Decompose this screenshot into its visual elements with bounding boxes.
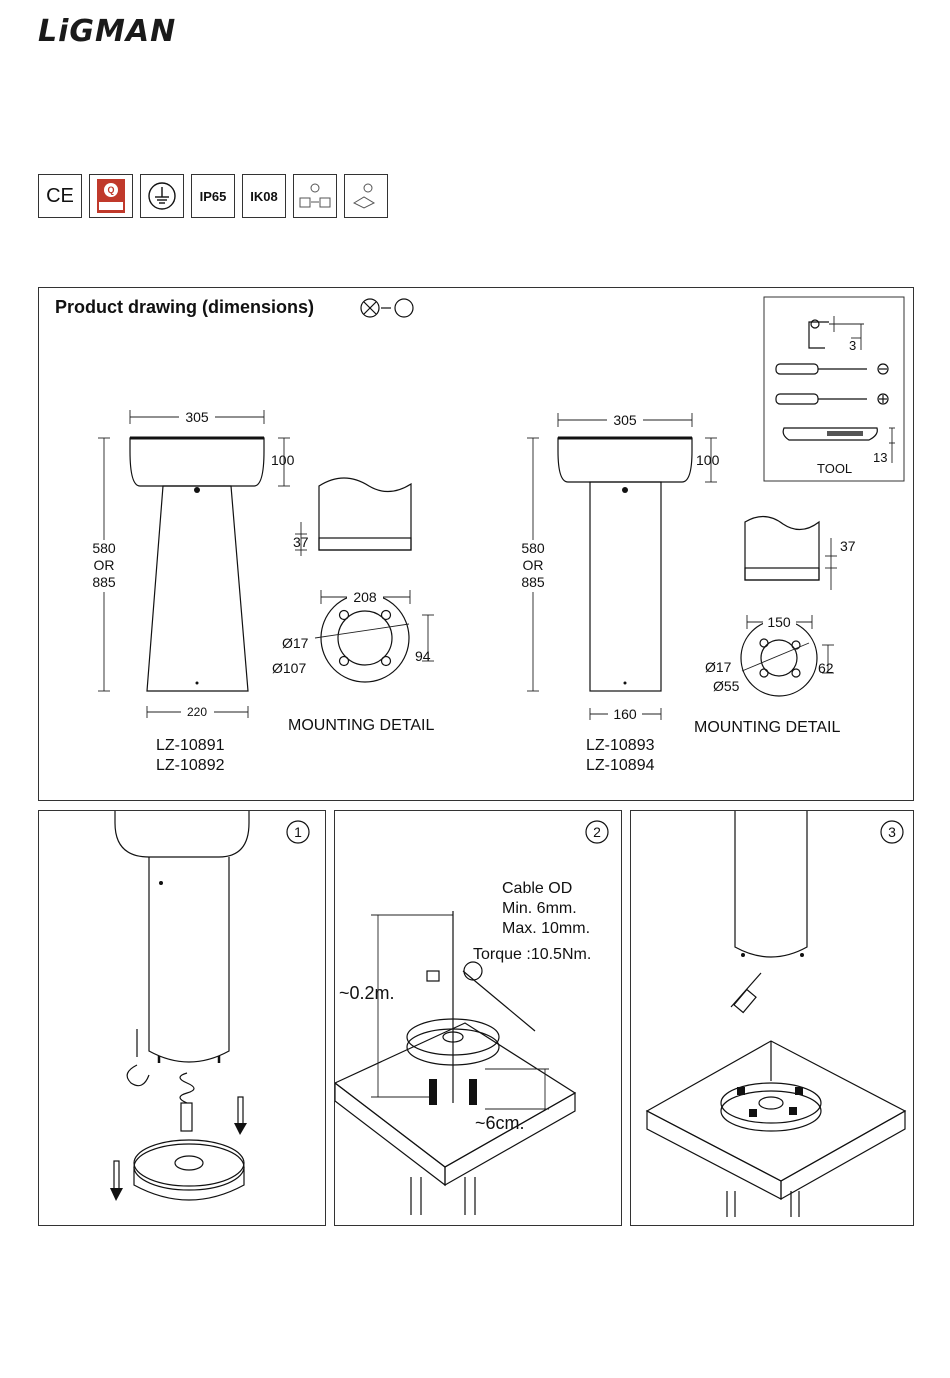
driver-replace-icon bbox=[344, 174, 388, 218]
step-2-base bbox=[407, 911, 499, 1105]
step-3-slab bbox=[647, 1041, 905, 1217]
right-detail-width: 150 bbox=[767, 614, 791, 630]
left-detail-height: 37 bbox=[293, 534, 309, 550]
right-mounting-label: MOUNTING DETAIL bbox=[694, 719, 840, 736]
ip65-rating-icon: IP65 bbox=[191, 174, 235, 218]
left-hole-diameter: Ø17 bbox=[282, 635, 309, 651]
right-circle-diameter: Ø55 bbox=[713, 678, 740, 694]
step-1-luminaire bbox=[115, 811, 249, 1063]
right-hole-diameter: Ø17 bbox=[705, 659, 732, 675]
ik08-rating-icon: IK08 bbox=[242, 174, 286, 218]
left-mounting-label: MOUNTING DETAIL bbox=[288, 717, 434, 734]
left-model-2: LZ-10892 bbox=[156, 757, 225, 774]
cable-od-max: Max. 10mm. bbox=[502, 920, 590, 937]
step-3-cable-connector bbox=[731, 973, 761, 1013]
right-detail-height: 37 bbox=[840, 538, 856, 554]
right-luminaire-drawing bbox=[516, 412, 717, 722]
earth-ground-icon bbox=[140, 174, 184, 218]
protrude-dimension bbox=[485, 1069, 549, 1109]
right-hole-span: 62 bbox=[818, 660, 834, 676]
step-3-panel: 3 bbox=[630, 810, 914, 1226]
right-or: OR bbox=[523, 557, 544, 573]
step-1-cable bbox=[180, 1073, 194, 1131]
drawing-title: Product drawing (dimensions) bbox=[55, 297, 314, 317]
nut-icon bbox=[427, 971, 439, 981]
product-drawing-panel: Product drawing (dimensions) bbox=[38, 287, 914, 801]
right-height-2: 885 bbox=[521, 574, 545, 590]
left-width-base: 220 bbox=[187, 705, 207, 719]
left-height-2: 885 bbox=[92, 574, 116, 590]
tool-label: TOOL bbox=[817, 461, 852, 476]
brand-logo: LiGMAN bbox=[38, 14, 176, 49]
step-3-base bbox=[721, 1041, 821, 1131]
right-height-1: 580 bbox=[521, 540, 545, 556]
depth-dimension bbox=[371, 915, 453, 1097]
left-mounting-base-drawing bbox=[295, 478, 434, 682]
left-width-top: 305 bbox=[185, 409, 209, 425]
ce-mark-icon: CE bbox=[38, 174, 82, 218]
left-height-1: 580 bbox=[92, 540, 116, 556]
left-or: OR bbox=[94, 557, 115, 573]
right-model-1: LZ-10893 bbox=[586, 737, 655, 754]
rotate-arrow-icon bbox=[127, 1029, 149, 1086]
left-hole-span: 94 bbox=[415, 648, 431, 664]
lamp-replace-icon bbox=[293, 174, 337, 218]
left-model-1: LZ-10891 bbox=[156, 737, 225, 754]
certification-row: CE Q IP65 IK08 bbox=[38, 174, 388, 218]
step-3-number: 3 bbox=[888, 824, 896, 840]
quality-badge-icon: Q bbox=[89, 174, 133, 218]
down-arrow-icon-1 bbox=[234, 1097, 247, 1135]
step-1-panel: 1 bbox=[38, 810, 326, 1226]
step-2-slab bbox=[335, 1023, 575, 1215]
hex-key-size: 3 bbox=[849, 338, 856, 353]
step-2-panel: 2 Cable OD Min. 6mm. Max. 10mm. Torque :… bbox=[334, 810, 622, 1226]
wrench-size: 13 bbox=[873, 450, 887, 465]
right-width-base: 160 bbox=[613, 706, 637, 722]
cable-od-title: Cable OD bbox=[502, 880, 572, 897]
left-detail-width: 208 bbox=[353, 589, 377, 605]
down-arrow-icon-2 bbox=[110, 1161, 123, 1201]
step-1-number: 1 bbox=[294, 824, 302, 840]
svg-text:Q: Q bbox=[107, 185, 114, 195]
left-luminaire-drawing bbox=[87, 409, 290, 720]
step-2-number: 2 bbox=[593, 824, 601, 840]
left-circle-diameter: Ø107 bbox=[272, 660, 306, 676]
right-model-2: LZ-10894 bbox=[586, 757, 655, 774]
protrude-label: ~6cm. bbox=[475, 1113, 525, 1133]
step-1-mounting-base bbox=[134, 1140, 244, 1200]
depth-label: ~0.2m. bbox=[339, 983, 395, 1003]
right-width-top: 305 bbox=[613, 412, 637, 428]
step-3-luminaire bbox=[735, 811, 807, 957]
tool-free-icon bbox=[361, 299, 413, 317]
torque-spec: Torque :10.5Nm. bbox=[473, 946, 591, 963]
left-head-height: 100 bbox=[271, 452, 295, 468]
right-head-height: 100 bbox=[696, 452, 720, 468]
cable-od-min: Min. 6mm. bbox=[502, 900, 577, 917]
